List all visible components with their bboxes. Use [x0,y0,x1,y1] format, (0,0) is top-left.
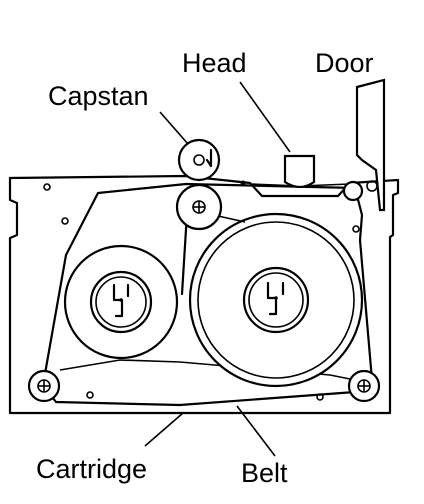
capstan-leader [159,111,189,145]
hole [61,217,69,225]
dot [240,180,246,186]
hole [352,225,360,233]
label-capstan: Capstan [48,81,149,111]
hole [316,393,324,401]
hole [86,391,94,399]
drive-roller [175,183,223,231]
cartridge-leader [144,412,184,447]
cartridge-body [8,174,400,415]
belt-inner-line [59,359,356,381]
guide-roller [342,180,364,202]
right-corner-roller [347,369,381,403]
left-corner-roller [27,369,61,403]
head [283,154,316,189]
label-door: Door [315,48,374,78]
label-cartridge: Cartridge [36,454,147,484]
label-belt: Belt [241,458,288,488]
capstan [177,138,221,182]
belt [41,182,374,407]
belt-leader [236,405,276,457]
left-reel [63,244,179,360]
door [355,78,386,212]
hole [43,183,51,191]
right-reel [188,212,364,388]
label-head: Head [182,48,247,78]
head-leader [239,81,291,153]
